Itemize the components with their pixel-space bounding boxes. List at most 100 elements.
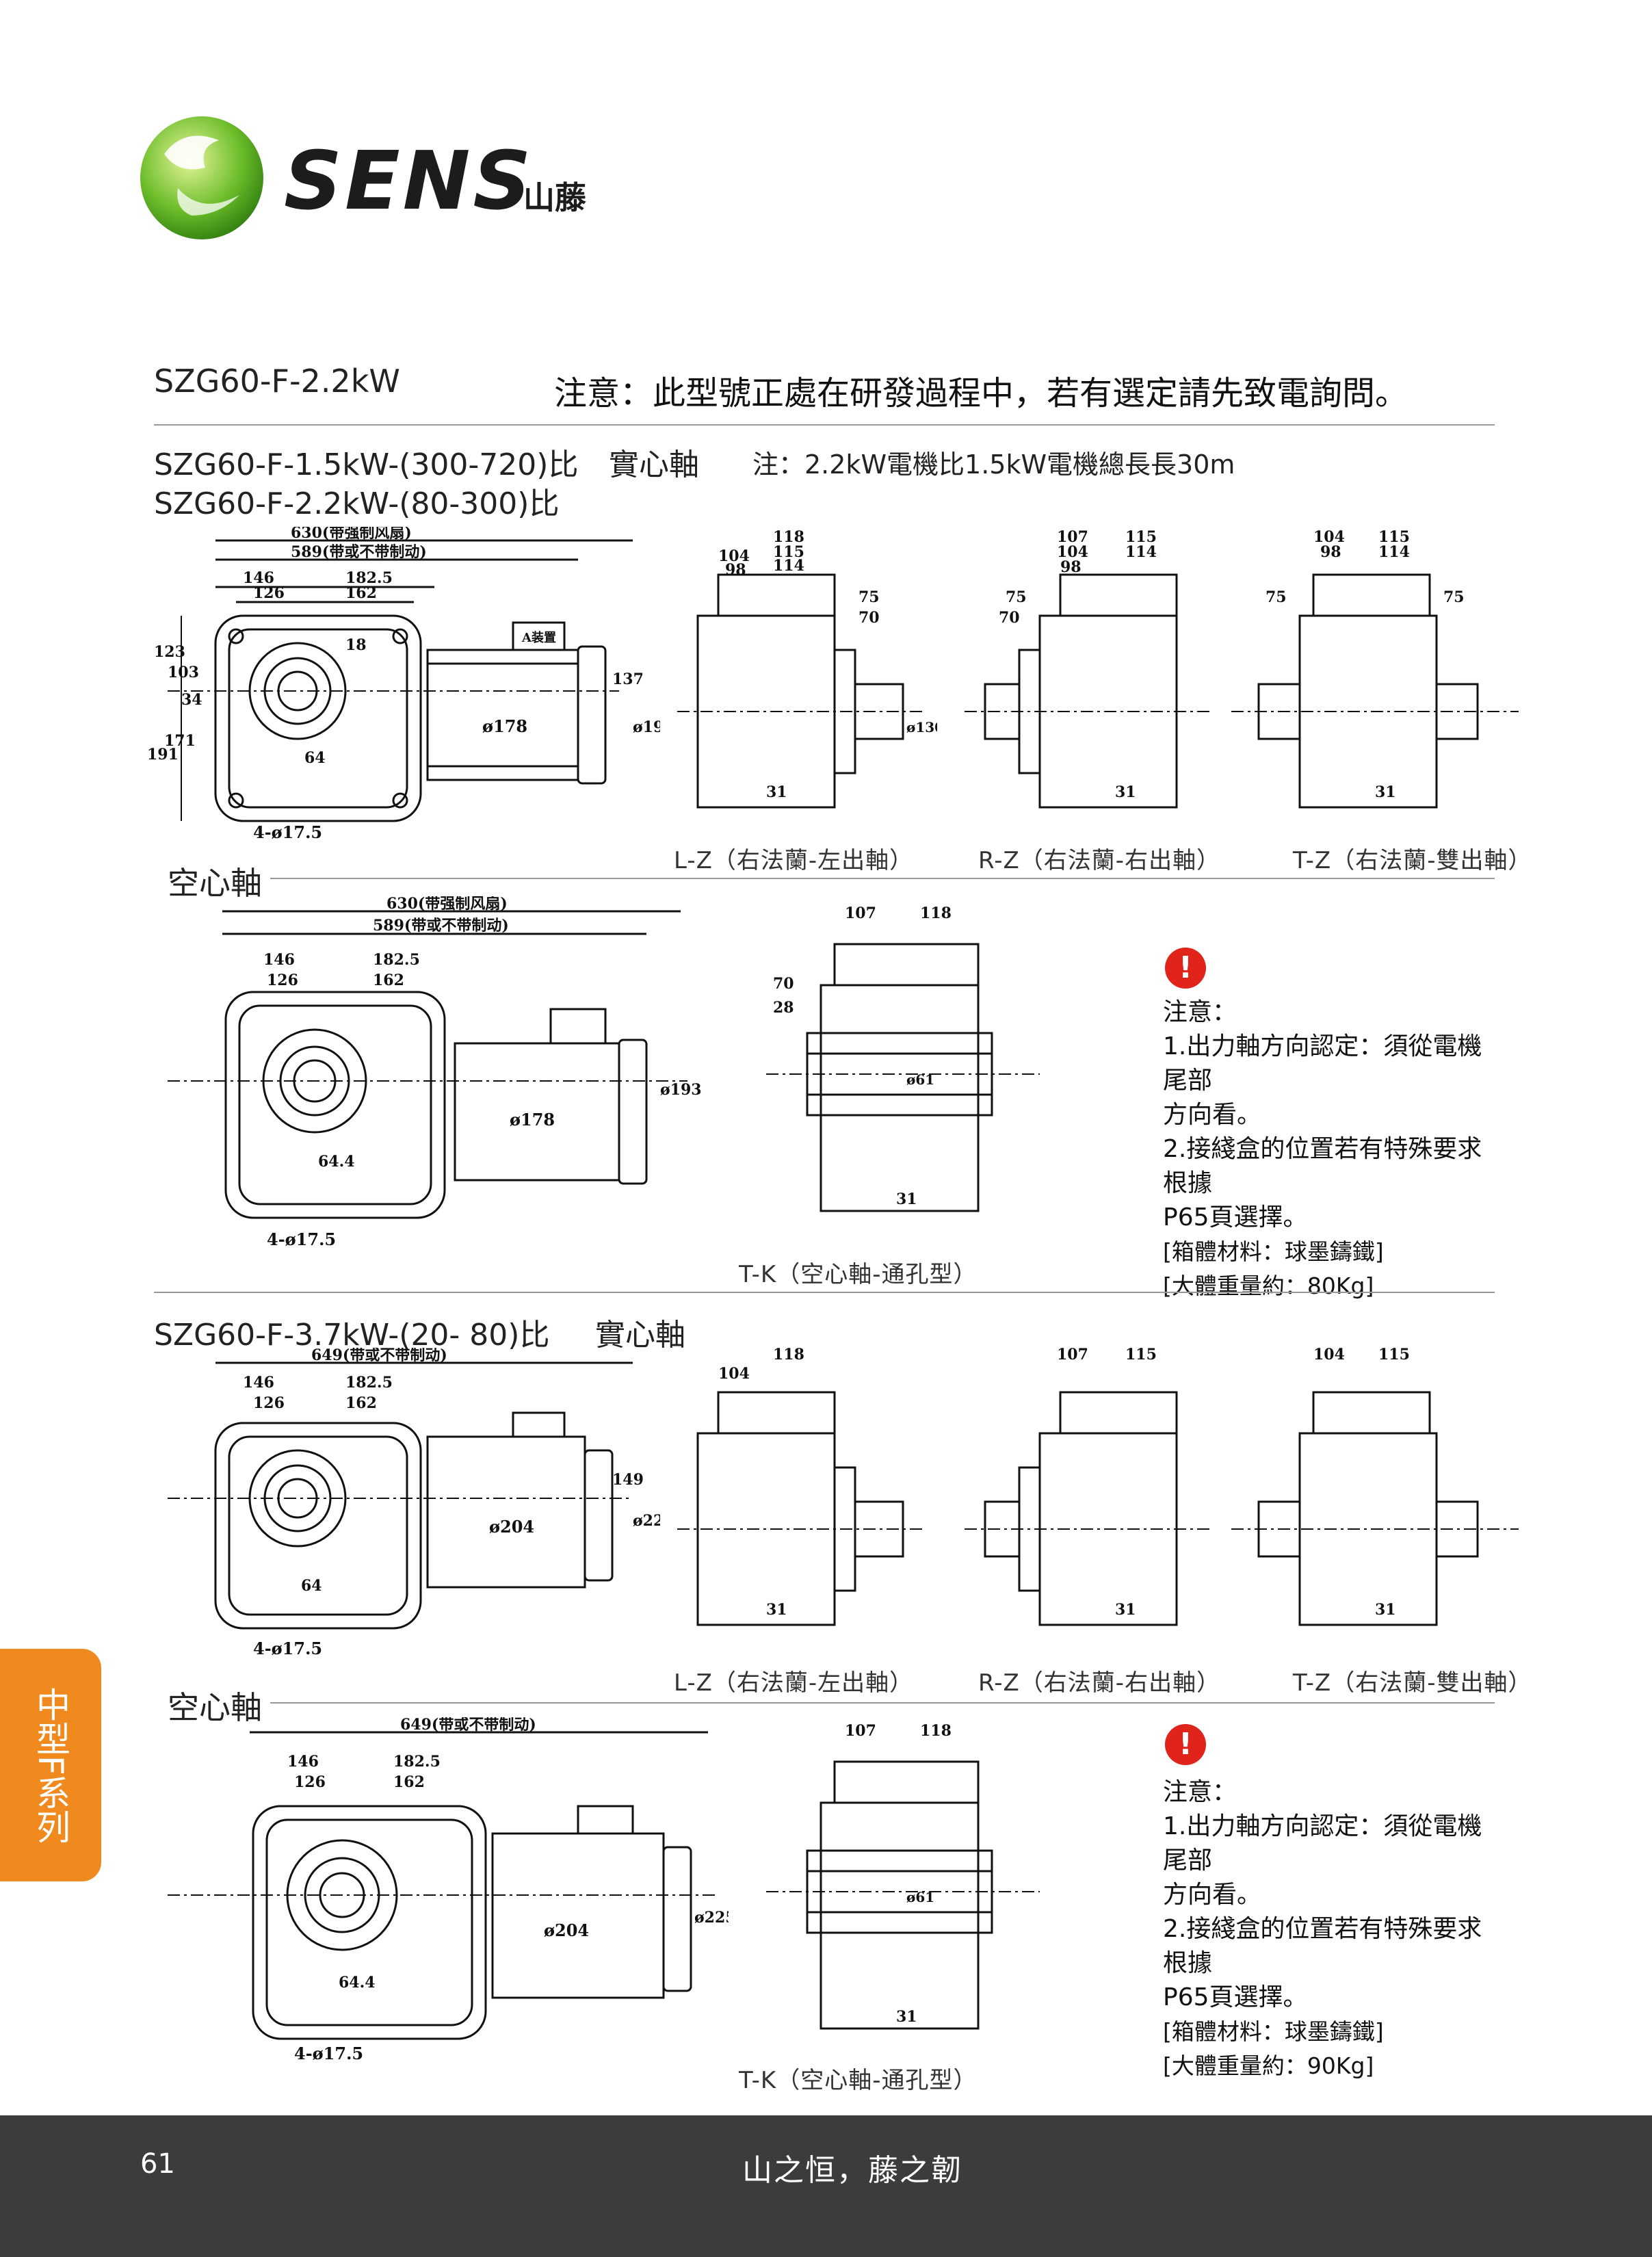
shaft-view-tz-3: 104 115 31: [1231, 1346, 1519, 1626]
svg-text:104: 104: [1313, 1346, 1345, 1364]
svg-text:146: 146: [263, 951, 295, 969]
svg-text:31: 31: [1115, 1601, 1136, 1619]
svg-text:75: 75: [1443, 588, 1465, 606]
svg-text:107: 107: [845, 904, 876, 922]
svg-text:649(带或不带制动): 649(带或不带制动): [311, 1348, 447, 1364]
footer-bar: 61 山之恒，藤之韌: [0, 2115, 1652, 2257]
svg-text:162: 162: [345, 584, 377, 602]
svg-text:103: 103: [168, 664, 199, 681]
note-material: [箱體材料：球墨鑄鐵]: [1163, 2018, 1384, 2045]
svg-text:182.5: 182.5: [345, 569, 393, 587]
note-block-3: 注意： 1.出力軸方向認定：須從電機尾部 方向看。 2.接綫盒的位置若有特殊要求…: [1163, 1775, 1491, 2083]
divider: [270, 878, 1495, 879]
svg-text:ø61: ø61: [906, 1071, 934, 1088]
svg-text:126: 126: [253, 1394, 285, 1412]
svg-text:126: 126: [253, 584, 285, 602]
hollow-shaft-view-tk-1: 107 118 70 28 ø61 31: [766, 904, 1040, 1212]
dim-overall-fan: 630(带强制风扇): [291, 527, 412, 542]
section1-line2: SZG60-F-2.2kW-(80-300)比: [154, 486, 560, 521]
svg-text:98: 98: [725, 561, 746, 579]
svg-text:ø193: ø193: [660, 1081, 702, 1099]
section3-type: 實心軸: [595, 1318, 685, 1353]
svg-text:31: 31: [1115, 783, 1136, 801]
svg-text:70: 70: [773, 975, 794, 993]
svg-text:28: 28: [773, 999, 794, 1017]
note-line2: 2.接綫盒的位置若有特殊要求根據: [1163, 1915, 1482, 1977]
svg-text:64: 64: [301, 1577, 322, 1595]
note-line1: 1.出力軸方向認定：須從電機尾部: [1163, 1812, 1482, 1875]
svg-text:98: 98: [1320, 543, 1341, 561]
warning-icon: !: [1165, 1724, 1206, 1765]
svg-text:18: 18: [345, 636, 367, 654]
section1-line1: SZG60-F-1.5kW-(300-720)比: [154, 447, 579, 482]
caption-tz-3: T-Z（右法蘭-雙出軸）: [1293, 1669, 1532, 1697]
svg-text:ø204: ø204: [544, 1920, 589, 1940]
motor-drawing-hollow-3: 649(带或不带制动) 146 182.5 126 162 64.4 ø204 …: [168, 1717, 729, 2063]
model-title: SZG60-F-2.2kW: [154, 363, 400, 400]
svg-text:4-ø17.5: 4-ø17.5: [253, 822, 322, 842]
svg-text:118: 118: [773, 1346, 804, 1364]
note-line2: 2.接綫盒的位置若有特殊要求根據: [1163, 1135, 1482, 1197]
svg-text:118: 118: [920, 904, 952, 922]
svg-text:114: 114: [1125, 543, 1157, 561]
svg-text:70: 70: [999, 609, 1020, 627]
svg-text:149: 149: [612, 1471, 644, 1489]
svg-text:107: 107: [1057, 1346, 1088, 1364]
svg-text:64: 64: [304, 749, 326, 767]
section3-line1: SZG60-F-3.7kW-(20- 80)比: [154, 1318, 550, 1353]
svg-text:ø178: ø178: [510, 1110, 555, 1130]
motor-drawing-hollow-1: 630(带强制风扇) 589(带或不带制动) 146 182.5 126 162…: [168, 896, 702, 1249]
hollow-shaft-view-tk-3: 107 118 ø61 31: [766, 1722, 1040, 2030]
note-title: 注意：: [1163, 998, 1237, 1026]
svg-text:146: 146: [243, 569, 274, 587]
svg-text:98: 98: [1060, 558, 1081, 576]
note-line2b: P65頁選擇。: [1163, 1203, 1308, 1231]
svg-text:ø225: ø225: [633, 1512, 660, 1530]
caption-tk-3: T-K（空心軸-通孔型）: [739, 2067, 978, 2094]
svg-text:146: 146: [287, 1753, 319, 1771]
svg-text:104: 104: [1057, 543, 1088, 561]
note-weight: [大體重量約：90Kg]: [1163, 2052, 1374, 2079]
dim-overall: 589(带或不带制动): [291, 543, 427, 561]
svg-text:4-ø17.5: 4-ø17.5: [267, 1229, 336, 1249]
svg-text:115: 115: [1125, 1346, 1157, 1364]
caption-tz-1: T-Z（右法蘭-雙出軸）: [1293, 847, 1532, 874]
side-tab-series[interactable]: 中型F系列: [0, 1649, 101, 1881]
note-weight: [大體重量約：80Kg]: [1163, 1273, 1374, 1299]
svg-text:182.5: 182.5: [393, 1753, 441, 1771]
section1-remark: 注：2.2kW電機比1.5kW電機總長長30m: [752, 449, 1235, 480]
svg-text:104: 104: [718, 1365, 750, 1383]
svg-text:ø204: ø204: [489, 1517, 534, 1537]
shaft-view-rz-3: 107 115 31: [965, 1346, 1211, 1626]
svg-text:31: 31: [896, 1190, 917, 1208]
svg-text:162: 162: [373, 971, 404, 989]
svg-text:ø61: ø61: [906, 1889, 934, 1905]
svg-text:114: 114: [1378, 543, 1410, 561]
svg-text:70: 70: [858, 609, 880, 627]
svg-text:114: 114: [773, 557, 804, 575]
caption-tk-1: T-K（空心軸-通孔型）: [739, 1261, 978, 1288]
development-notice: 注意：此型號正處在研發過程中，若有選定請先致電詢問。: [554, 374, 1408, 413]
svg-text:104: 104: [1313, 528, 1345, 546]
svg-text:31: 31: [1375, 1601, 1396, 1619]
svg-text:4-ø17.5: 4-ø17.5: [294, 2044, 363, 2063]
note-title: 注意：: [1163, 1778, 1237, 1806]
shaft-view-lz-3: 118 104 31: [677, 1346, 923, 1626]
divider: [270, 1702, 1495, 1704]
note-block-1: 注意： 1.出力軸方向認定：須從電機尾部 方向看。 2.接綫盒的位置若有特殊要求…: [1163, 995, 1491, 1303]
logo-wordmark: SENS: [284, 133, 534, 228]
svg-text:115: 115: [1378, 1346, 1410, 1364]
svg-text:115: 115: [773, 543, 804, 561]
svg-text:589(带或不带制动): 589(带或不带制动): [373, 917, 509, 935]
svg-text:ø225: ø225: [694, 1909, 729, 1927]
svg-text:107: 107: [845, 1722, 876, 1740]
svg-text:171: 171: [164, 732, 196, 750]
svg-text:64.4: 64.4: [339, 1974, 376, 1992]
svg-text:ø130h6: ø130h6: [906, 719, 937, 735]
motor-drawing-solid-3: 649(带或不带制动) 146 182.5 126 162 64 ø204 14…: [168, 1348, 660, 1658]
svg-text:31: 31: [896, 2008, 917, 2026]
logo-emblem: [140, 116, 263, 239]
shaft-view-lz-1: 104 98 118 115 114 75 70 31 ø130h6: [677, 528, 937, 809]
svg-text:31: 31: [1375, 783, 1396, 801]
svg-text:75: 75: [1006, 588, 1027, 606]
